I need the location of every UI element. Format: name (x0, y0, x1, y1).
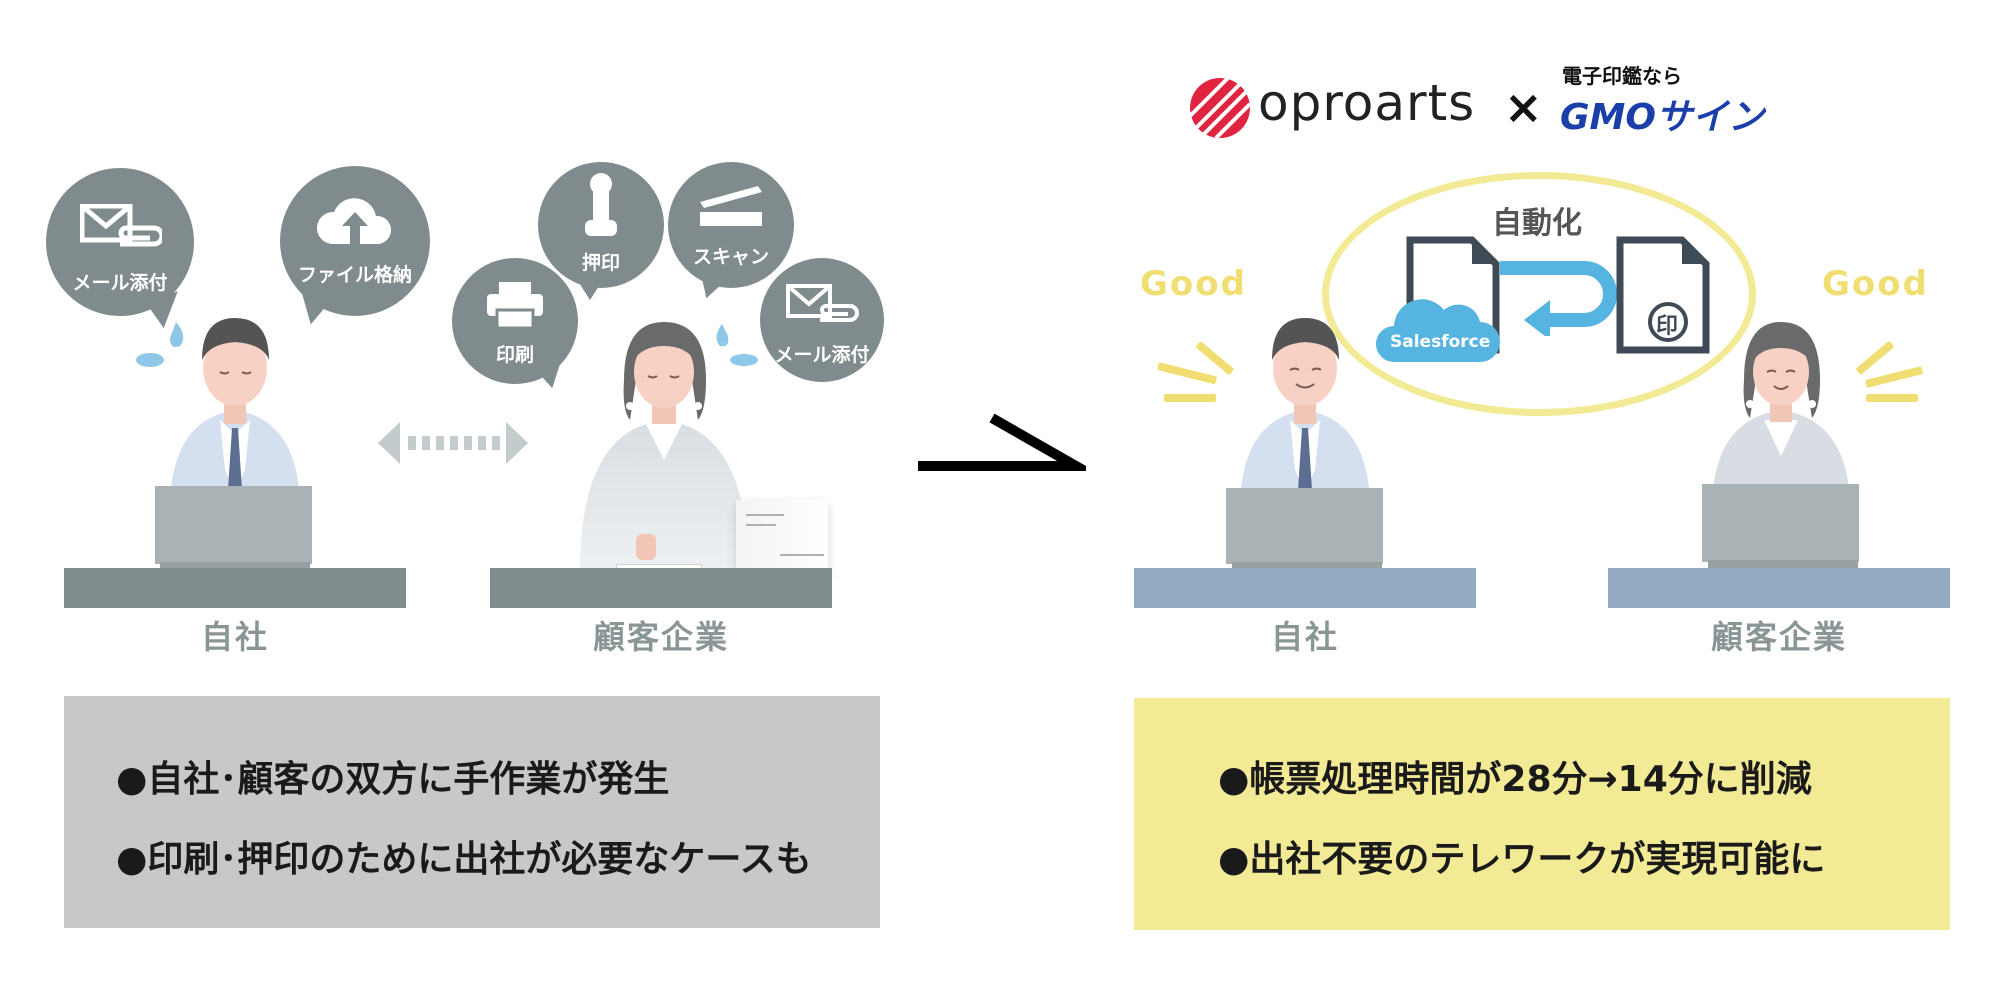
paper-line (746, 514, 784, 516)
bubble-label: メール添付 (72, 272, 168, 294)
good-label-left: Good (1140, 264, 1247, 304)
bubble-print: 印刷 (452, 258, 578, 384)
seal-character: 印 (1656, 314, 1679, 339)
summary-line: ●出社不要のテレワークが実現可能に (1218, 839, 1826, 880)
after-summary-box: ●帳票処理時間が28分→14分に削減 ●出社不要のテレワークが実現可能に (1134, 698, 1950, 930)
laptop-base (1232, 562, 1382, 572)
salesforce-cloud-icon (1376, 299, 1500, 362)
bubble-mail-attach-right: メール添付 (760, 258, 884, 382)
cloud-upload-icon (316, 198, 392, 244)
stamp-icon (585, 173, 617, 236)
caption-company: 自社 (1270, 618, 1339, 656)
exchange-arrow-icon (378, 422, 528, 464)
sweat-drops-icon (136, 322, 184, 367)
oproarts-wordmark: oproarts (1258, 74, 1476, 132)
bubble-label: メール添付 (774, 344, 870, 366)
caption-client: 顧客企業 (592, 618, 729, 656)
bubble-label: スキャン (692, 246, 769, 268)
good-ray (1157, 362, 1218, 385)
salesforce-label: Salesforce (1390, 332, 1491, 352)
caption-company: 自社 (200, 618, 269, 656)
mail-clip-icon (80, 204, 162, 247)
sealed-document-icon (1616, 236, 1710, 354)
paper-line (746, 524, 776, 526)
bubble-label: 印刷 (495, 344, 534, 366)
paper-line (780, 554, 824, 556)
good-label-right: Good (1822, 264, 1929, 304)
summary-line: ●自社･顧客の双方に手作業が発生 (116, 759, 670, 800)
laptop-base (160, 562, 310, 572)
scanner-icon (700, 186, 762, 226)
good-ray (1865, 366, 1924, 388)
good-ray (1866, 394, 1918, 402)
bubble-mail-attach-left: メール添付 (46, 168, 194, 316)
laptop (1226, 488, 1383, 564)
man-figure (170, 318, 300, 510)
cycle-arrow-icon (1500, 261, 1617, 336)
desk (1608, 568, 1950, 608)
transition-arrow-icon (918, 413, 1086, 471)
laptop (1702, 484, 1859, 562)
caption-client: 顧客企業 (1710, 618, 1847, 656)
sweat-drops-icon (716, 324, 758, 366)
bubble-stamp: 押印 (538, 162, 664, 288)
before-summary-box: ●自社･顧客の双方に手作業が発生 ●印刷･押印のために出社が必要なケースも (64, 696, 880, 928)
bubble-label: 押印 (581, 252, 620, 274)
desk (64, 568, 406, 608)
automation-ellipse (1322, 172, 1756, 416)
gmo-tagline: 電子印鑑なら (1562, 64, 1682, 88)
smiling-woman-figure (1712, 322, 1850, 510)
woman-figure (580, 322, 748, 570)
times-symbol: × (1504, 80, 1543, 134)
laptop-base (1708, 560, 1858, 570)
laptop (155, 486, 312, 564)
oproarts-logo-icon (1188, 76, 1252, 140)
bubble-file-storage: ファイル格納 (280, 166, 430, 316)
gmo-sign-logo: GMOサイン (1560, 97, 1764, 138)
bubble-tail (576, 278, 604, 300)
mail-clip-icon (786, 284, 859, 322)
automation-label: 自動化 (1492, 206, 1582, 241)
smiling-man-figure (1240, 318, 1370, 510)
bubble-scan: スキャン (668, 162, 794, 288)
printer-icon (487, 282, 543, 330)
summary-line: ●帳票処理時間が28分→14分に削減 (1218, 759, 1812, 800)
paper-stack (736, 500, 828, 574)
desk (490, 568, 832, 608)
good-ray (1164, 394, 1216, 402)
bubble-label: ファイル格納 (297, 264, 412, 286)
desk (1134, 568, 1476, 608)
summary-line: ●印刷･押印のために出社が必要なケースも (116, 839, 812, 880)
